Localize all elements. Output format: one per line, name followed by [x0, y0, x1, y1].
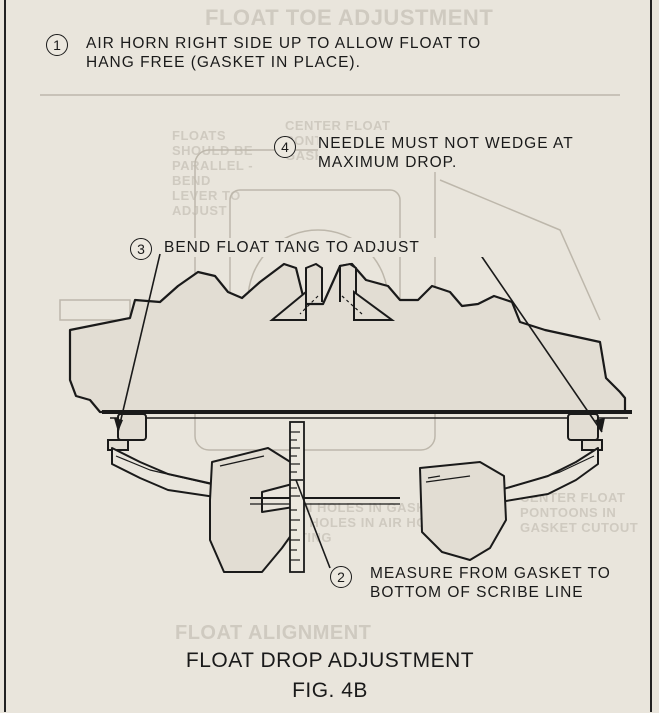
arrowhead-left-icon: [114, 418, 123, 432]
leader-3-left: [117, 253, 161, 433]
left-hinge: [107, 413, 147, 451]
callout-4-text: NEEDLE MUST NOT WEDGE AT MAXIMUM DROP.: [318, 134, 638, 172]
needle-posts: [269, 262, 396, 321]
bleed-title: FLOAT TOE ADJUSTMENT: [205, 5, 494, 30]
air-horn-body: [68, 262, 627, 414]
callout-2-text: MEASURE FROM GASKET TO BOTTOM OF SCRIBE …: [370, 565, 611, 601]
callout-3-text: BEND FLOAT TANG TO ADJUST: [164, 238, 524, 257]
right-hinge: [567, 413, 603, 451]
leader-2: [295, 479, 331, 569]
bleed-text-b: FLOATS SHOULD BE PARALLEL - BEND LEVER T…: [172, 128, 254, 218]
figure-number: FIG. 4B: [292, 679, 368, 702]
callout-3-number: 3: [130, 238, 160, 260]
callout-1-text: AIR HORN RIGHT SIDE UP TO ALLOW FLOAT TO…: [86, 35, 482, 71]
page-frame: [4, 0, 652, 712]
scribe-scale: [289, 421, 305, 573]
leader-3-right: [479, 253, 603, 433]
figure-title: FLOAT DROP ADJUSTMENT: [185, 649, 475, 672]
callout-1-number: 1: [46, 34, 76, 56]
left-float: [111, 447, 303, 573]
callout-2-number: 2: [330, 566, 360, 588]
callout-4-number: 4: [274, 136, 304, 158]
leader-lines: [117, 253, 603, 569]
gauge-bar: [250, 497, 400, 505]
right-float: [419, 447, 599, 561]
bleed-text-e: FLOAT ALIGNMENT: [175, 622, 372, 644]
arrowhead-right-icon: [595, 418, 605, 432]
